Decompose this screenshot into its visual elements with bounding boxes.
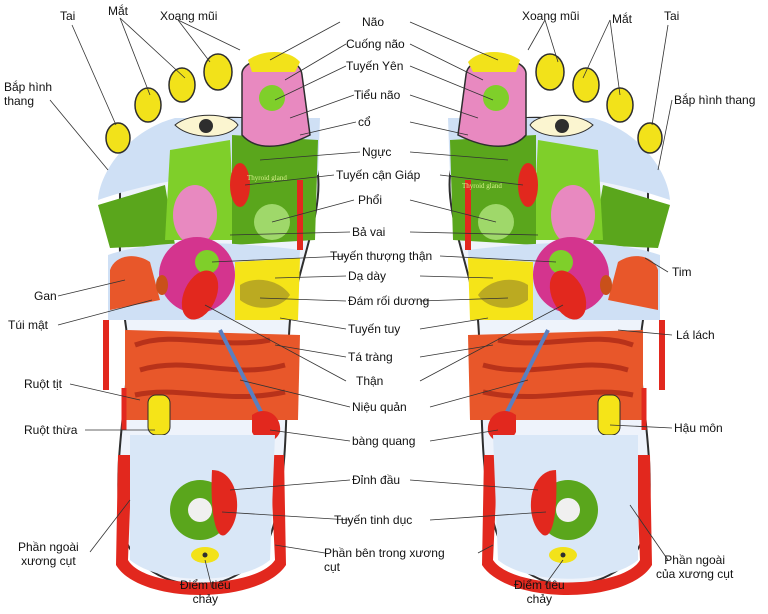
label-hau-mon: Hậu môn [674, 421, 723, 435]
label-phan-ngoai-cua-xuong-cut-right: Phần ngoài của xương cụt [656, 553, 733, 581]
label-tai-right: Tai [664, 9, 679, 23]
label-dam-roi-duong: Đám rối dương [348, 294, 429, 308]
label-than: Thận [356, 374, 383, 388]
label-tieu-nao: Tiểu não [354, 88, 400, 102]
label-tuyen-tuy: Tuyến tuy [348, 322, 400, 336]
label-nguc: Ngực [362, 145, 391, 159]
left-foot: Thyroid gland [98, 52, 320, 595]
label-gan: Gan [34, 289, 57, 303]
label-phan-ben-trong-xuong-cut: Phần bên trong xương cụt [324, 546, 445, 574]
label-cuong-nao: Cuống não [346, 37, 405, 51]
label-tai-left: Tai [60, 9, 75, 23]
label-mat-left: Mắt [108, 4, 128, 18]
label-tuyen-tinh-duc: Tuyến tinh dục [334, 513, 412, 527]
label-bap-hinh-thang-left: Bắp hình thang [4, 80, 52, 108]
label-tui-mat: Túi mật [8, 318, 48, 332]
label-dinh-dau: Đỉnh đầu [352, 473, 400, 487]
label-nieu-quan: Niệu quản [352, 400, 407, 414]
label-mat-right: Mắt [612, 12, 632, 26]
label-ruot-thua: Ruột thừa [24, 423, 77, 437]
label-tuyen-can-giap: Tuyến cận Giáp [336, 168, 420, 182]
label-phan-ngoai-xuong-cut-left: Phần ngoài xương cụt [18, 540, 79, 568]
label-co: cổ [358, 115, 371, 129]
label-da-day: Dạ dày [348, 269, 386, 283]
thyroid-label-right: Thyroid gland [462, 182, 502, 190]
label-xoang-mui-left: Xoang mũi [160, 9, 217, 23]
label-diem-tieu-chay-right: Điểm tiêu chảy [514, 578, 565, 606]
label-diem-tieu-chay-left: Điểm tiêu chảy [180, 578, 231, 606]
label-bang-quang: bàng quang [352, 434, 415, 448]
label-tuyen-yen: Tuyến Yên [346, 59, 403, 73]
label-tuyen-thuong-than: Tuyến thượng thận [330, 249, 432, 263]
label-phoi: Phổi [358, 193, 382, 207]
label-ta-trang: Tá tràng [348, 350, 393, 364]
label-ruot-tit: Ruột tịt [24, 377, 62, 391]
label-xoang-mui-right: Xoang mũi [522, 9, 579, 23]
label-ba-vai: Bả vai [352, 225, 385, 239]
label-la-lach: Lá lách [676, 328, 715, 342]
label-nao: Não [362, 15, 384, 29]
label-tim: Tim [672, 265, 692, 279]
label-bap-hinh-thang-right: Bắp hình thang [674, 93, 755, 107]
right-foot [448, 52, 670, 595]
